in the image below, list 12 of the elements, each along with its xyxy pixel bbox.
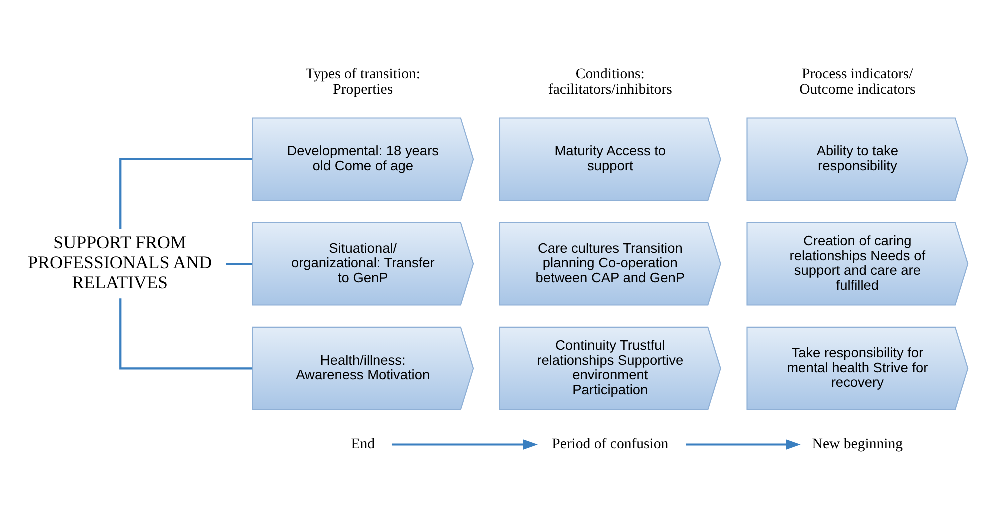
node-text: SUPPORT FROM PROFESSIONALS AND RELATIVES — [28, 232, 212, 292]
connector — [119, 298, 252, 370]
label: Conditions: facilitators/inhibitors — [548, 66, 672, 98]
label: Process indicators/ Outcome indicators — [799, 66, 916, 98]
arrow — [686, 439, 800, 450]
node-text: New beginning — [812, 436, 903, 452]
node-text: End — [350, 436, 375, 452]
connector — [119, 158, 252, 230]
node-text: Period of confusion — [552, 436, 668, 452]
arrow — [391, 439, 538, 450]
label: Types of transition: Properties — [305, 66, 420, 98]
connector — [226, 262, 252, 265]
